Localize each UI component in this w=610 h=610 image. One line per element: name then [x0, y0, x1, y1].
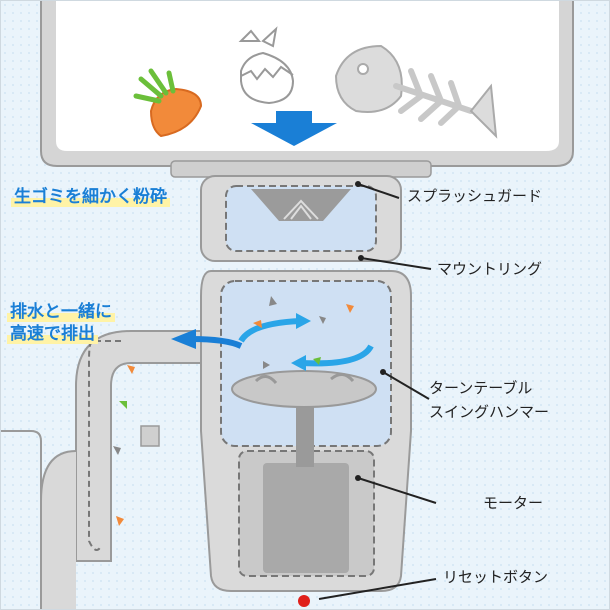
drain-text-line2: 高速で排出 — [7, 324, 98, 345]
grind-text: 生ゴミを細かく粉砕 — [11, 187, 170, 207]
label-splash-guard: スプラッシュガード — [407, 187, 543, 205]
reset-button-shape — [298, 595, 310, 607]
label-reset-button: リセットボタン — [443, 568, 549, 586]
fish-bone-icon — [334, 44, 498, 139]
eggshell-icon — [238, 26, 295, 105]
down-arrow-icon — [251, 111, 337, 146]
label-mounting-ring: マウントリング — [437, 260, 543, 278]
splash-guard-shape — [251, 189, 351, 221]
carrot-icon — [133, 68, 203, 138]
leader-lines — [318, 183, 437, 600]
label-turntable: ターンテーブル — [429, 379, 533, 397]
grind-callout: 生ゴミを細かく粉砕 — [11, 186, 170, 208]
leader-dots — [355, 181, 386, 481]
debris-bits — [113, 296, 354, 526]
drain-text-line1: 排水と一緒に — [7, 302, 115, 322]
turntable-shape — [231, 370, 377, 467]
exit-arrow — [171, 329, 243, 349]
label-motor: モーター — [483, 494, 544, 512]
drain-pipe — [1, 330, 212, 609]
drain-callout: 排水と一緒に 高速で排出 — [7, 301, 115, 345]
label-swing-hammer: スイングハンマー — [429, 403, 550, 421]
sink-basin — [40, 1, 574, 178]
